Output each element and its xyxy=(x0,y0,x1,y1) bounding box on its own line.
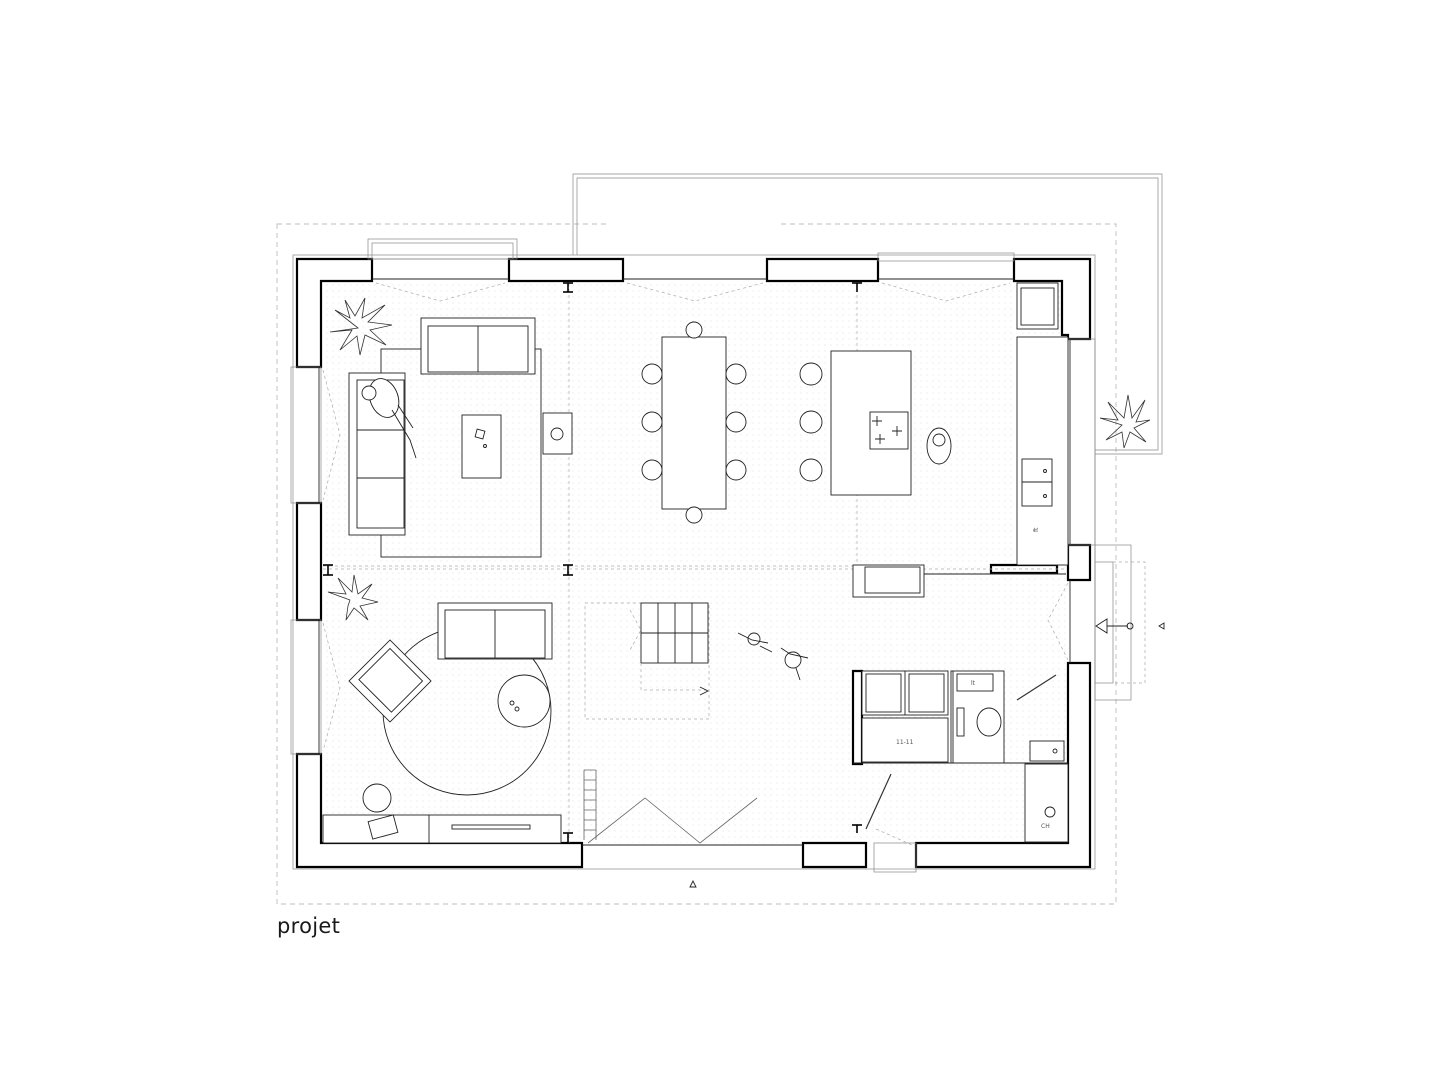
plant-2-icon xyxy=(327,574,379,621)
dining-area xyxy=(641,321,823,524)
washer-stack: 11-11 xyxy=(861,670,949,763)
sideboard xyxy=(322,814,562,844)
lounge-area xyxy=(322,574,562,844)
side-table xyxy=(497,674,551,728)
dining-table xyxy=(661,336,727,510)
chairs xyxy=(641,321,823,524)
side-door xyxy=(1047,582,1069,661)
terrace-plant-icon xyxy=(1099,394,1151,449)
wc-room: lt xyxy=(950,670,1065,764)
east-entrance-arrow-icon xyxy=(1158,622,1165,630)
stove xyxy=(542,412,573,455)
site-outline xyxy=(276,222,1117,905)
sofa-top xyxy=(420,317,536,375)
exterior-walls xyxy=(295,257,1092,869)
south-entrance-arrow-icon xyxy=(689,879,697,888)
fridge-label: ft xyxy=(1033,527,1040,532)
plant-icon xyxy=(329,297,393,356)
utility-area: 11-11 lt CH xyxy=(852,564,1069,846)
boiler: CH xyxy=(1024,763,1069,843)
entrance-steps xyxy=(1094,544,1146,701)
cooktop xyxy=(869,411,909,450)
drawing-title: projet xyxy=(277,914,341,938)
folding-door xyxy=(583,769,758,844)
kitchen-counter: ft xyxy=(1016,282,1069,566)
people-walking-icon xyxy=(737,632,809,681)
entry-door xyxy=(865,773,913,846)
terrace xyxy=(572,173,1163,455)
sink-label: lt xyxy=(971,680,976,687)
armchair xyxy=(348,639,432,723)
coffee-table xyxy=(461,414,502,479)
sofa-bottom xyxy=(437,602,553,660)
living-area xyxy=(329,297,573,558)
kitchen-area: ft xyxy=(830,282,1151,566)
boiler-label: CH xyxy=(1041,823,1050,830)
desk-chair-icon xyxy=(362,783,399,840)
washer-label: 11-11 xyxy=(896,739,914,746)
person-on-sofa-icon xyxy=(361,378,417,459)
person-cook-icon xyxy=(926,427,952,465)
staircase xyxy=(584,602,710,720)
